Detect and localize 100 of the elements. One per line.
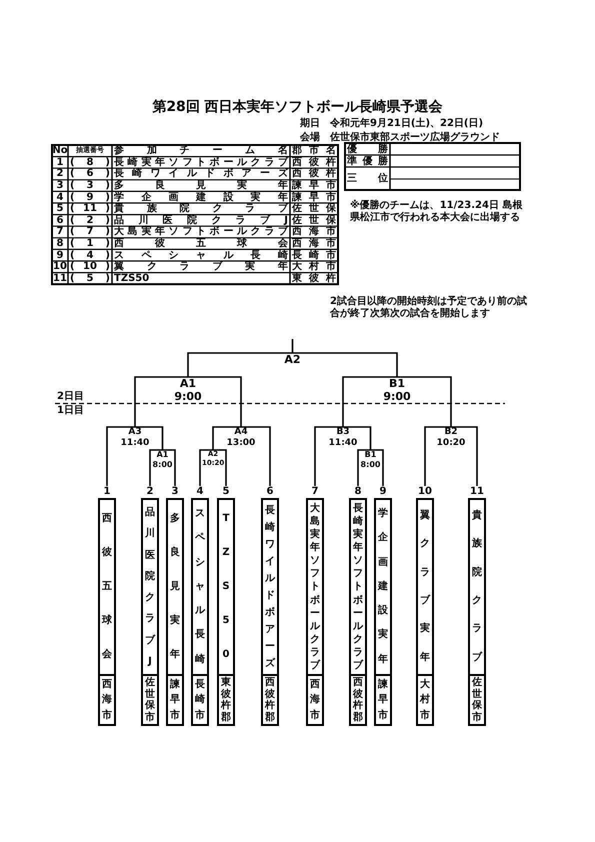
bracket-line	[357, 449, 370, 486]
match-id: A1	[178, 378, 198, 390]
team-name: 貴族院クラブ	[470, 508, 484, 665]
place-label: 準優勝	[346, 155, 389, 167]
draw-number: ( 4 )	[69, 249, 111, 261]
bracket-line	[213, 449, 227, 486]
draw-number: ( 10 )	[69, 261, 111, 273]
bracket-line	[134, 376, 188, 427]
draw-number: ( 6 )	[69, 168, 111, 180]
match-time: 10:20	[436, 438, 466, 448]
team-name: 多良見実年	[113, 180, 289, 192]
match-time: 11:40	[328, 438, 358, 448]
city-name: 大村市	[418, 674, 432, 724]
match-time: 8:00	[360, 460, 382, 470]
team-number: 11	[469, 486, 485, 497]
team-name: 西彼五球会	[100, 512, 113, 662]
draw-number: ( 7 )	[69, 226, 111, 238]
match-id: A1	[156, 451, 170, 460]
row-number: 2	[56, 168, 64, 180]
team-name: 長崎実年ソフトボールクラブ	[352, 502, 364, 673]
draw-number: ( 1 )	[69, 238, 111, 250]
match-id: B3	[335, 428, 351, 438]
draw-number: ( 11 )	[69, 203, 111, 215]
team-number: 6	[266, 486, 274, 497]
team-name: 長崎実年ソフトボールクラブ	[113, 156, 290, 168]
row-number: 8	[56, 238, 64, 250]
team-name: 品川医院クラブJ	[113, 214, 288, 226]
team-name: TZS50	[221, 512, 231, 662]
bracket-line	[149, 449, 162, 486]
city-name: 長崎市	[291, 249, 337, 261]
match-id: B2	[443, 428, 459, 438]
place-label: 三位	[346, 172, 389, 186]
city-name: 西海市	[100, 674, 114, 724]
row-number: 1	[56, 156, 64, 168]
team-name: 長崎ワイルドボアーズ	[264, 504, 276, 671]
draw-number: ( 9 )	[69, 191, 111, 203]
bracket-line	[212, 426, 241, 450]
match-time: 9:00	[382, 390, 412, 403]
match-time: 8:00	[152, 460, 174, 470]
row-number: 3	[56, 180, 64, 192]
place-label: 優勝	[346, 143, 389, 155]
field-label: 期日	[300, 118, 321, 129]
match-time: 11:40	[120, 438, 150, 448]
team-number: 1	[102, 486, 112, 497]
team-name: 大島実年ソフトボールクラブ	[113, 226, 290, 238]
city-name: 西海市	[308, 674, 322, 724]
team-name: 学企画建設実年	[376, 506, 389, 667]
city-name: 諫早市	[168, 674, 182, 724]
bracket-line	[370, 449, 384, 486]
city-name: 佐世保	[290, 214, 337, 226]
city-name: 諫早市	[290, 191, 337, 203]
bracket-line	[397, 376, 452, 427]
team-name: 多良見実年	[168, 512, 181, 662]
day-label: 2日目	[57, 391, 85, 402]
city-name: 西彼杵郡	[263, 674, 277, 724]
team-name: 学企画建設実年	[113, 191, 289, 203]
bracket-line	[106, 426, 135, 486]
row-number: 6	[56, 214, 64, 226]
team-number: 7	[310, 486, 320, 497]
city-name: 佐世保市	[143, 674, 157, 724]
bracket-line	[187, 352, 292, 377]
match-id: A2	[283, 354, 302, 366]
team-name: 翼クラブ実年	[418, 508, 432, 665]
title-text: 第28回 西日本実年ソフトボール長崎県予選会	[151, 100, 444, 116]
row-number: 9	[56, 249, 64, 261]
bracket-line	[343, 426, 372, 450]
bracket-line	[135, 426, 164, 450]
note-text: 2試合目以降の開始時刻は予定であり前の試合が終了次第次の試合を開始します	[330, 296, 528, 320]
team-number: 10	[417, 486, 433, 497]
city-name: 東彼杵	[291, 272, 337, 284]
city-name: 東彼杵郡	[219, 674, 233, 724]
row-number: 5	[56, 203, 64, 215]
team-number: 5	[222, 486, 230, 497]
city-name: 西海市	[291, 238, 337, 250]
field-label: 会場	[300, 132, 321, 143]
city-name: 佐世保市	[470, 674, 484, 724]
row-number: 4	[56, 191, 64, 203]
date-text: 令和元年9月21日(土)、22日(日)	[330, 118, 484, 129]
match-id: B1	[388, 378, 406, 390]
team-number: 8	[354, 486, 362, 497]
bracket-line	[188, 376, 242, 427]
team-name: 品川医院クラブJ	[144, 506, 156, 669]
team-name: スペシャル長崎	[194, 507, 206, 667]
note-text: ※優勝のチームは、11/23.24日 島根県松江市で行われる本大会に出場する	[350, 200, 524, 224]
city-name: 西彼杵郡	[351, 674, 365, 724]
draw-number: ( 3 )	[69, 180, 111, 192]
team-name: スペシャル長崎	[113, 249, 289, 261]
team-name: TZS50	[113, 272, 150, 284]
match-id: A3	[127, 428, 143, 438]
day-label: 1日目	[57, 404, 85, 416]
team-name: 西彼五球会	[113, 238, 289, 250]
venue-text: 佐世保市東部スポーツ広場グラウンド	[330, 132, 501, 143]
bracket-line	[162, 449, 176, 486]
bracket-line	[241, 426, 271, 486]
draw-number: ( 2 )	[69, 214, 111, 226]
bracket-line	[424, 426, 451, 486]
team-number: 3	[170, 486, 180, 497]
bracket-line	[199, 449, 213, 486]
team-number: 9	[378, 486, 388, 497]
row-number: 7	[56, 226, 64, 238]
